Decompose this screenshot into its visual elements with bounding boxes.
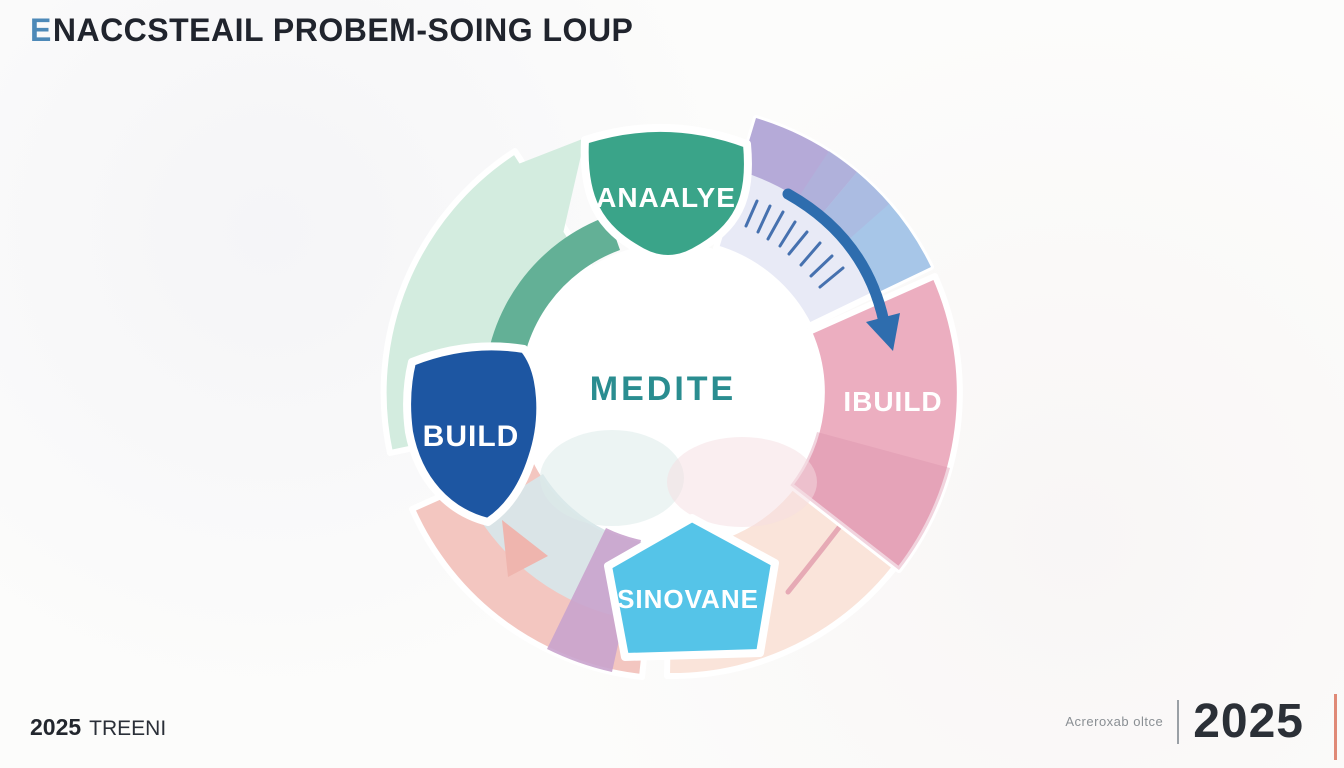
blue-arrowhead-icon — [866, 313, 900, 351]
blue-curved-arrow — [782, 188, 900, 351]
red-accent-line — [1334, 694, 1337, 760]
innovate-node — [604, 514, 779, 661]
center-label: MEDITE — [590, 370, 736, 408]
logo-e-glyph: E — [30, 12, 52, 48]
footer-left-year: 2025 — [30, 714, 82, 740]
salmon-arrowhead-icon — [502, 520, 548, 577]
footer-left-label: TREENI — [89, 717, 167, 740]
arrow-tick-marks — [744, 199, 845, 289]
footer-left: 2025 TREENI — [30, 714, 166, 741]
build-label: BUILD — [423, 420, 520, 453]
footer-right: Acreroxab oltce 2025 — [1065, 694, 1304, 749]
rebuild-sector-shade — [790, 432, 950, 570]
analyze-label: ANAALYE — [596, 182, 736, 213]
analyze-node — [580, 123, 752, 263]
footer-right-year: 2025 — [1193, 695, 1304, 748]
innovate-label: SINOVANE — [617, 584, 759, 614]
hub-tint-left — [540, 430, 684, 526]
footer-right-label: Acreroxab oltce — [1065, 714, 1164, 729]
hub-tint-right — [667, 437, 817, 527]
rebuild-label: IBUILD — [843, 386, 942, 417]
page-title: ENACCSTEAIL PROBEM-SOING LOUP — [30, 12, 633, 49]
footer-divider — [1177, 699, 1180, 744]
purple-blue-blend — [798, 151, 889, 241]
mint-arrowhead-icon — [508, 138, 585, 238]
title-text: NACCSTEAIL PROBEM-SOING LOUP — [52, 12, 634, 48]
build-node — [403, 342, 545, 526]
